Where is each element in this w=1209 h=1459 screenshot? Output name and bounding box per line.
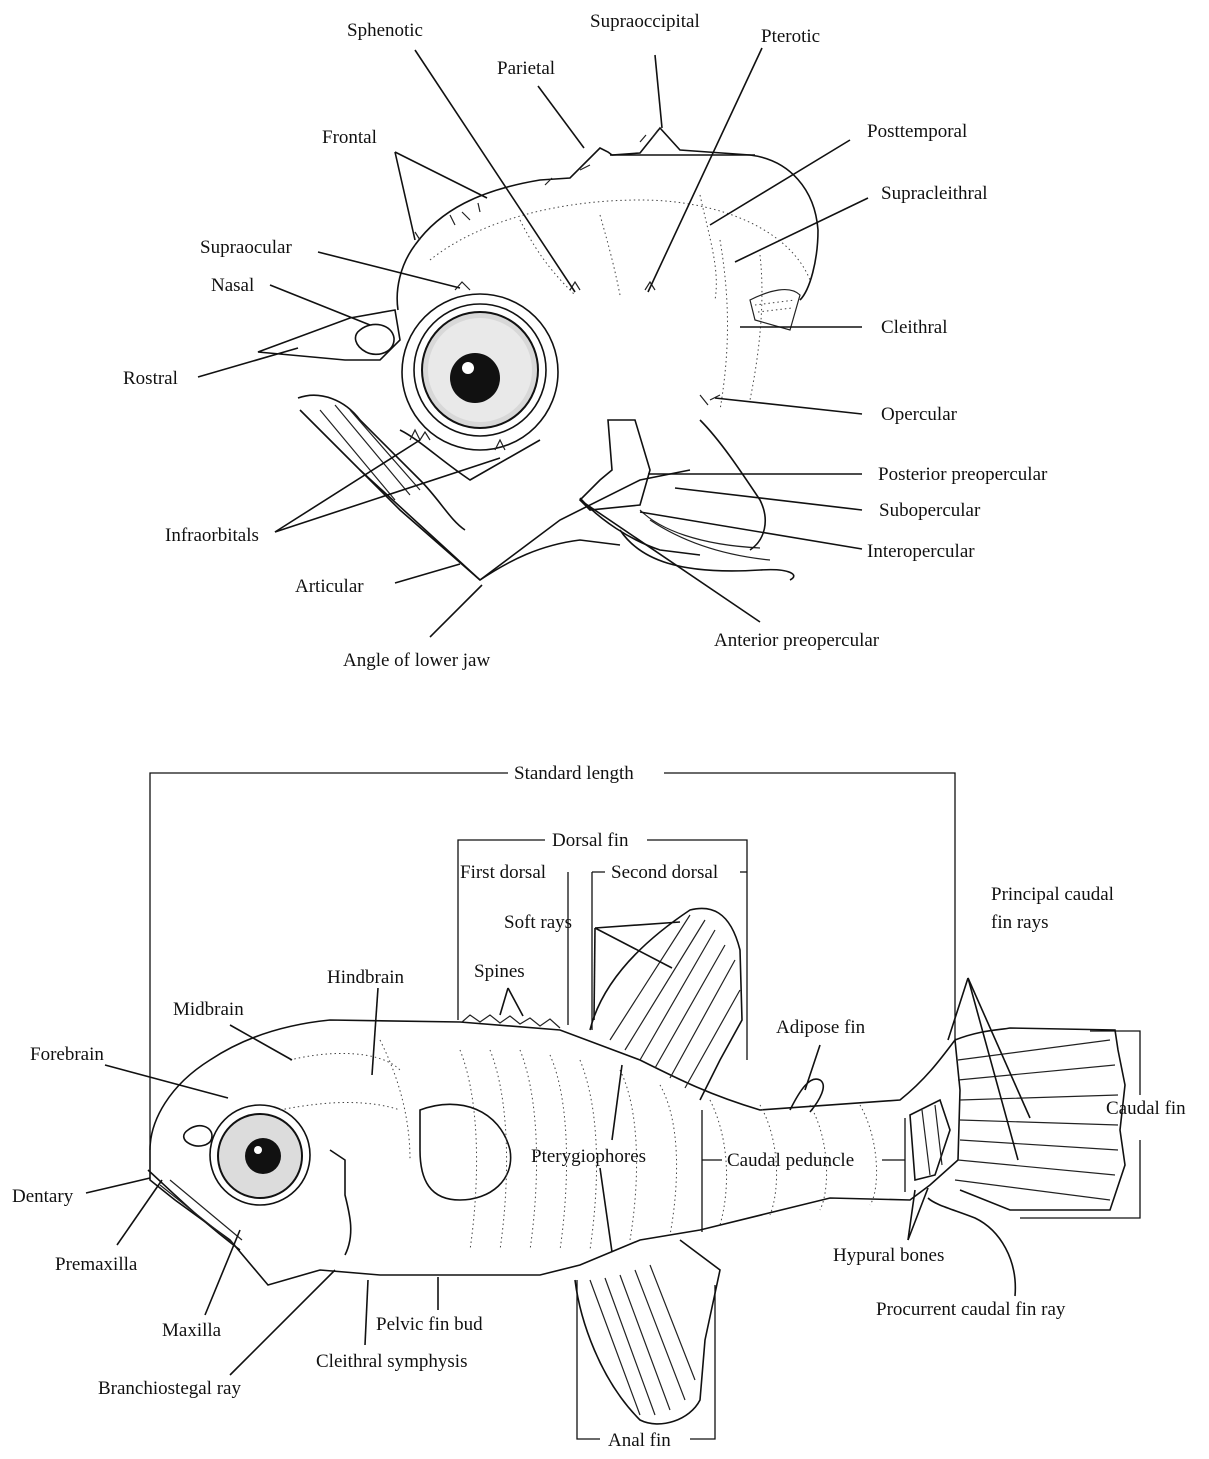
label-dorsal-fin: Dorsal fin bbox=[552, 830, 629, 851]
leader-pterotic bbox=[648, 48, 762, 292]
bracket-caudal-fin-bottom bbox=[1020, 1140, 1140, 1218]
label-cleithral: Cleithral bbox=[881, 317, 947, 338]
leader-dentary bbox=[86, 1178, 150, 1193]
leader-supraocular bbox=[318, 252, 460, 288]
leader-pterygiophores-1 bbox=[612, 1065, 622, 1140]
leader-pterygiophores-2 bbox=[600, 1168, 612, 1252]
leader-hindbrain bbox=[372, 988, 378, 1075]
leader-articular bbox=[395, 564, 460, 583]
leader-forebrain bbox=[105, 1065, 228, 1098]
label-angle-of-lower-jaw: Angle of lower jaw bbox=[343, 650, 490, 671]
label-rostral: Rostral bbox=[123, 368, 178, 389]
label-posterior-preopercular: Posterior preopercular bbox=[878, 464, 1048, 485]
label-supraocular: Supraocular bbox=[200, 237, 292, 258]
label-parietal: Parietal bbox=[497, 58, 555, 79]
label-opercular: Opercular bbox=[881, 404, 958, 425]
leader-opercular bbox=[715, 398, 862, 414]
label-branchiostegal-ray: Branchiostegal ray bbox=[98, 1378, 241, 1399]
head-drawing bbox=[258, 128, 818, 580]
label-forebrain: Forebrain bbox=[30, 1044, 104, 1065]
label-cleithral-symphysis: Cleithral symphysis bbox=[316, 1351, 467, 1372]
label-sphenotic: Sphenotic bbox=[347, 20, 423, 41]
label-interopercular: Interopercular bbox=[867, 541, 975, 562]
label-frontal: Frontal bbox=[322, 127, 377, 148]
bracket-caudal-fin-top bbox=[1090, 1031, 1140, 1095]
label-adipose-fin: Adipose fin bbox=[776, 1017, 866, 1038]
leader-rostral bbox=[198, 348, 298, 377]
label-infraorbitals: Infraorbitals bbox=[165, 525, 259, 546]
leader-soft-rays-1 bbox=[595, 928, 672, 968]
label-hindbrain: Hindbrain bbox=[327, 967, 405, 988]
label-first-dorsal: First dorsal bbox=[460, 862, 546, 883]
bracket-anal-fin-left bbox=[577, 1280, 600, 1439]
leader-parietal bbox=[538, 86, 584, 148]
label-caudal-fin: Caudal fin bbox=[1106, 1098, 1186, 1119]
leader-frontal-2 bbox=[395, 152, 415, 240]
leader-maxilla bbox=[205, 1230, 240, 1315]
label-maxilla: Maxilla bbox=[162, 1320, 222, 1341]
leader-angle-of-lower-jaw bbox=[430, 585, 482, 637]
leader-infraorbitals-1 bbox=[275, 440, 420, 532]
bracket-caudal-peduncle-left bbox=[702, 1110, 722, 1232]
label-pelvic-fin-bud: Pelvic fin bud bbox=[376, 1314, 483, 1335]
leader-sphenotic bbox=[415, 50, 575, 292]
leader-frontal-1 bbox=[395, 152, 487, 198]
bracket-standard-length-right bbox=[664, 773, 955, 1040]
label-principal-caudal-2: fin rays bbox=[991, 912, 1049, 933]
label-spines: Spines bbox=[474, 961, 525, 982]
label-principal-caudal-1: Principal caudal bbox=[991, 884, 1114, 905]
label-subopercular: Subopercular bbox=[879, 500, 981, 521]
head-label-texts: Sphenotic Supraoccipital Pterotic Pariet… bbox=[123, 11, 1048, 671]
bracket-caudal-peduncle-right bbox=[882, 1118, 905, 1192]
label-hypural-bones: Hypural bones bbox=[833, 1245, 944, 1266]
leader-cleithral-symphysis bbox=[365, 1280, 368, 1345]
label-pterygiophores: Pterygiophores bbox=[531, 1146, 646, 1167]
label-articular: Articular bbox=[295, 576, 364, 597]
label-posttemporal: Posttemporal bbox=[867, 121, 967, 142]
label-premaxilla: Premaxilla bbox=[55, 1254, 138, 1275]
leader-midbrain bbox=[230, 1025, 292, 1060]
leader-subopercular bbox=[675, 488, 862, 510]
leader-adipose-fin bbox=[805, 1045, 820, 1090]
label-anterior-preopercular: Anterior preopercular bbox=[714, 630, 880, 651]
label-nasal: Nasal bbox=[211, 275, 254, 296]
leader-supracleithral bbox=[735, 198, 868, 262]
label-supracleithral: Supracleithral bbox=[881, 183, 988, 204]
body-label-texts: Standard length Dorsal fin First dorsal … bbox=[12, 763, 1186, 1451]
leader-spines-2 bbox=[508, 988, 523, 1016]
label-pterotic: Pterotic bbox=[761, 26, 820, 47]
leader-principal-caudal-1 bbox=[948, 978, 968, 1040]
label-caudal-peduncle: Caudal peduncle bbox=[727, 1150, 854, 1171]
leader-anterior-preopercular bbox=[580, 500, 760, 622]
leader-spines-1 bbox=[500, 988, 508, 1015]
leader-posttemporal bbox=[710, 140, 850, 225]
leader-infraorbitals-2 bbox=[275, 458, 500, 532]
label-procurrent-caudal: Procurrent caudal fin ray bbox=[876, 1299, 1066, 1320]
label-soft-rays: Soft rays bbox=[504, 912, 572, 933]
label-midbrain: Midbrain bbox=[173, 999, 244, 1020]
head-leader-lines bbox=[198, 48, 868, 637]
bracket-standard-length-left bbox=[150, 773, 508, 1150]
leader-principal-caudal-3 bbox=[968, 978, 1030, 1118]
leader-principal-caudal-2 bbox=[968, 978, 1018, 1160]
leader-soft-rays-2 bbox=[594, 928, 595, 1020]
label-supraoccipital: Supraoccipital bbox=[590, 11, 700, 32]
label-standard-length: Standard length bbox=[514, 763, 634, 784]
label-dentary: Dentary bbox=[12, 1186, 74, 1207]
leader-premaxilla bbox=[117, 1180, 162, 1245]
label-anal-fin: Anal fin bbox=[608, 1430, 671, 1451]
leader-nasal bbox=[270, 285, 370, 325]
label-second-dorsal: Second dorsal bbox=[611, 862, 718, 883]
leader-supraoccipital bbox=[655, 55, 662, 128]
